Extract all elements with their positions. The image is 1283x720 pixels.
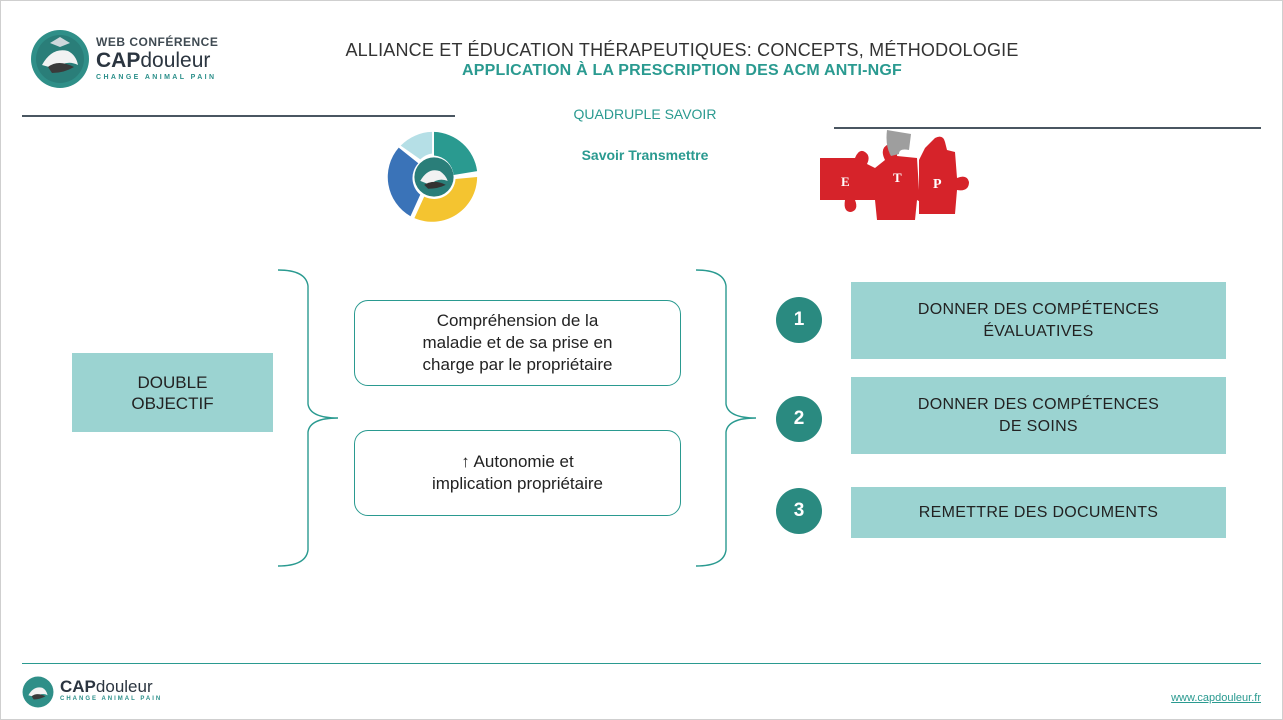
footer-brand-douleur: douleur xyxy=(95,677,153,696)
competences-soins-box: DONNER DES COMPÉTENCES DE SOINS xyxy=(851,377,1226,454)
footer-logo-icon xyxy=(22,676,54,708)
item3-line1: REMETTRE DES DOCUMENTS xyxy=(918,503,1159,521)
pill2-line1: ↑ Autonomie et xyxy=(461,452,574,471)
competences-evaluatives-box: DONNER DES COMPÉTENCES ÉVALUATIVES xyxy=(851,282,1226,359)
footer-rule xyxy=(22,663,1261,664)
double-objectif-line1: DOUBLE xyxy=(137,372,208,392)
brand-douleur: douleur xyxy=(140,49,211,72)
section-subtitle: QUADRUPLE SAVOIR xyxy=(573,106,717,122)
item2-line2: DE SOINS xyxy=(999,417,1078,435)
footer-brand: CAPdouleur CHANGE ANIMAL PAIN xyxy=(60,678,163,703)
right-brace xyxy=(695,269,757,567)
brand-cap: CAP xyxy=(96,49,141,72)
comprehension-pill: Compréhension de la maladie et de sa pri… xyxy=(354,300,681,386)
step-number-1: 1 xyxy=(776,297,822,343)
pill2-line2: implication propriétaire xyxy=(431,474,604,493)
item1-line1: DONNER DES COMPÉTENCES xyxy=(917,300,1160,318)
autonomie-pill: ↑ Autonomie et implication propriétaire xyxy=(354,430,681,516)
brand-name: CAPdouleur xyxy=(96,50,218,72)
pill1-line2: maladie et de sa prise en xyxy=(422,333,613,352)
remettre-documents-box: REMETTRE DES DOCUMENTS xyxy=(851,487,1226,538)
pill1-line3: charge par le propriétaire xyxy=(422,355,613,374)
step-number-3: 3 xyxy=(776,488,822,534)
capdouleur-logo-icon xyxy=(31,30,89,88)
slide-subtitle: APPLICATION À LA PRESCRIPTION DES ACM AN… xyxy=(461,62,902,79)
footer-brand-tagline: CHANGE ANIMAL PAIN xyxy=(60,696,163,702)
brand-block: WEB CONFÉRENCE CAPdouleur CHANGE ANIMAL … xyxy=(96,35,218,81)
header-rule-left xyxy=(22,115,455,117)
item1-line2: ÉVALUATIVES xyxy=(983,322,1094,340)
etp-puzzle-icon: E T P xyxy=(820,130,969,220)
left-brace xyxy=(277,269,339,567)
double-objectif-line2: OBJECTIF xyxy=(131,393,214,413)
puzzle-letter-t: T xyxy=(893,170,902,185)
brand-tagline: CHANGE ANIMAL PAIN xyxy=(96,74,217,81)
slide-title: ALLIANCE ET ÉDUCATION THÉRAPEUTIQUES: CO… xyxy=(345,40,1019,60)
step-number-2: 2 xyxy=(776,396,822,442)
item2-line1: DONNER DES COMPÉTENCES xyxy=(917,395,1160,413)
savoir-label: Savoir Transmettre xyxy=(581,147,709,163)
double-objectif-box: DOUBLE OBJECTIF xyxy=(72,353,273,432)
brand-top: WEB CONFÉRENCE xyxy=(96,35,219,49)
footer-brand-cap: CAP xyxy=(60,677,96,696)
pill1-line1: Compréhension de la xyxy=(436,311,599,330)
website-link[interactable]: www.capdouleur.fr xyxy=(1171,692,1261,704)
puzzle-letter-e: E xyxy=(841,174,850,189)
puzzle-letter-p: P xyxy=(933,177,942,192)
header-rule-right xyxy=(834,127,1261,129)
capdouleur-emblem-icon xyxy=(387,131,478,222)
footer-brand-name: CAPdouleur xyxy=(60,678,162,696)
